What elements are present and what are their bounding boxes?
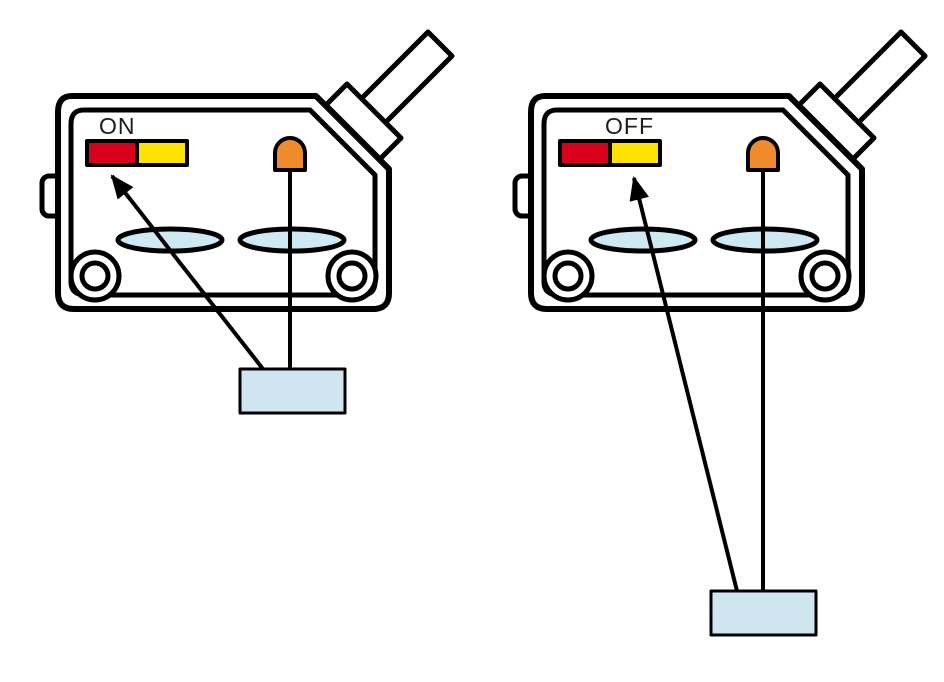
sensor-right: OFF bbox=[512, 29, 928, 637]
reflected-beam-arrow-right bbox=[629, 176, 739, 592]
reflected-beam-arrow-left bbox=[110, 174, 265, 371]
mounting-hole-right-2 bbox=[809, 260, 841, 292]
led-emitter-left bbox=[273, 136, 307, 172]
led-emitter-right bbox=[746, 136, 780, 172]
target-object-left bbox=[238, 367, 347, 415]
mounting-hole-right-1 bbox=[552, 260, 584, 292]
indicator-red-left bbox=[85, 139, 139, 167]
state-label-right: OFF bbox=[605, 113, 654, 139]
indicator-red-right bbox=[558, 139, 612, 167]
indicator-yellow-left bbox=[135, 139, 189, 167]
target-object-right bbox=[709, 589, 818, 637]
mounting-hole-left-2 bbox=[336, 260, 368, 292]
mounting-hole-left-1 bbox=[79, 260, 111, 292]
receiver-lens-right bbox=[588, 226, 698, 254]
sensor-left: ON bbox=[39, 29, 455, 415]
indicator-yellow-right bbox=[608, 139, 662, 167]
state-label-left: ON bbox=[99, 113, 136, 139]
